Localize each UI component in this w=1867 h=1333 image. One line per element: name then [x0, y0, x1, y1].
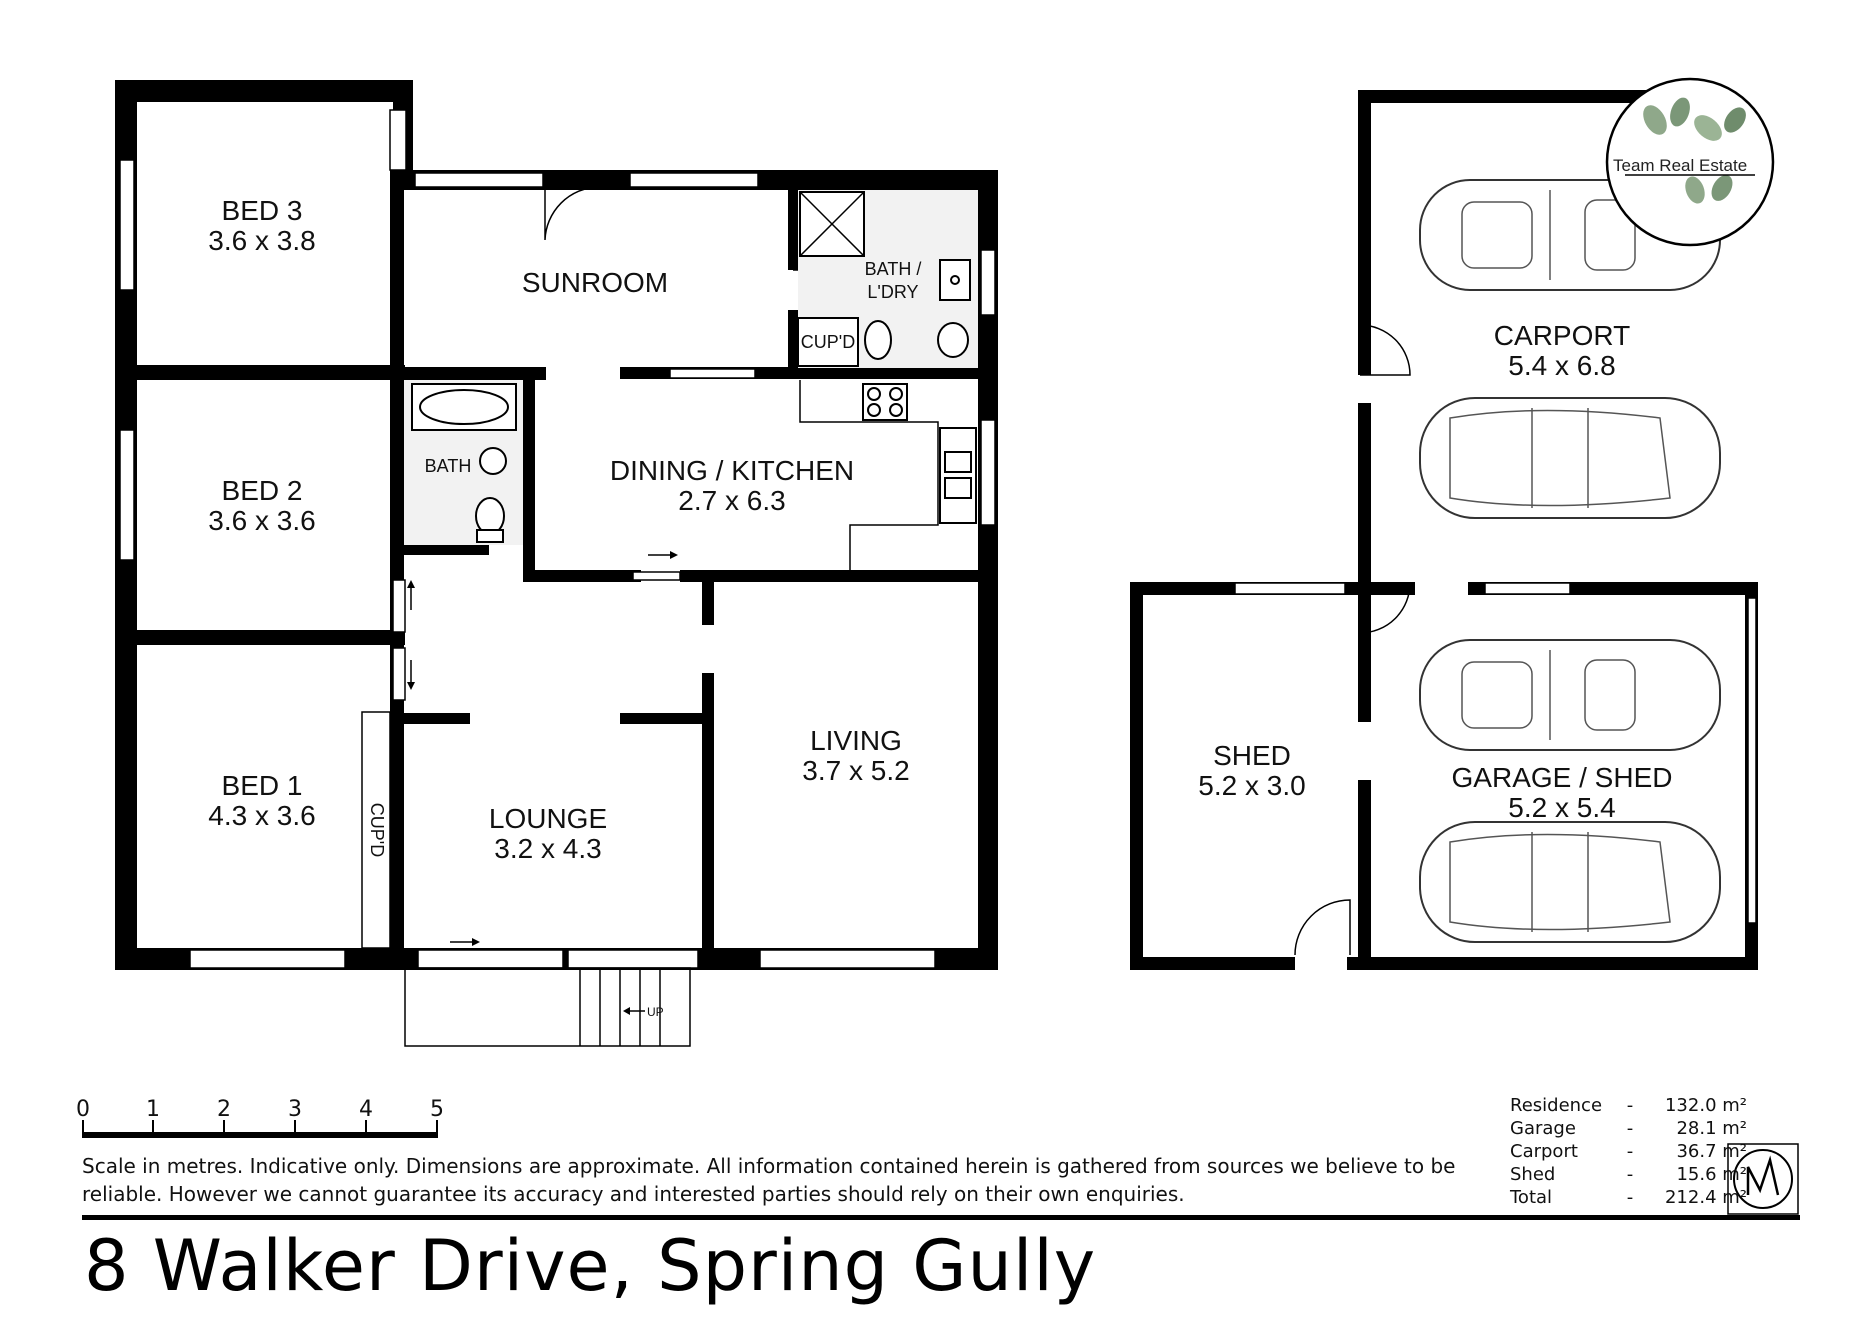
area-value: 36.7 m²	[1676, 1141, 1747, 1162]
area-separator: -	[1626, 1187, 1634, 1208]
room-label-bed3: BED 3	[222, 195, 303, 226]
room-dims-bed2: 3.6 x 3.6	[208, 505, 315, 536]
area-row: Shed - 15.6 m²	[1510, 1163, 1747, 1186]
room-label-garage-shed: GARAGE / SHED	[1452, 762, 1673, 793]
car-icon	[1419, 821, 1721, 943]
area-summary-table: Residence - 132.0 m² Garage - 28.1 m² Ca…	[1510, 1094, 1747, 1209]
footer-rule	[82, 1215, 1800, 1220]
room-label-bed1: BED 1	[222, 770, 303, 801]
area-label: Garage	[1510, 1118, 1576, 1139]
room-label-cupd-hall: CUP'D	[367, 803, 387, 857]
disclaimer-text: Scale in metres. Indicative only. Dimens…	[82, 1154, 1456, 1206]
area-separator: -	[1626, 1141, 1634, 1162]
room-dims-garage-shed: 5.2 x 5.4	[1508, 792, 1615, 823]
area-separator: -	[1626, 1118, 1634, 1139]
room-label-bath-laundry-2: L'DRY	[867, 282, 918, 302]
room-label-bath: BATH	[425, 456, 472, 476]
room-dims-bed1: 4.3 x 3.6	[208, 800, 315, 831]
room-label-cupd-small: CUP'D	[801, 332, 855, 352]
room-dims-lounge: 3.2 x 4.3	[494, 833, 601, 864]
room-dims-bed3: 3.6 x 3.8	[208, 225, 315, 256]
room-label-sunroom: SUNROOM	[522, 267, 668, 298]
property-address: 8 Walker Drive, Spring Gully	[84, 1225, 1097, 1307]
windows	[119, 109, 996, 969]
scale-tick-5: 5	[430, 1097, 444, 1122]
room-dims-shed: 5.2 x 3.0	[1198, 770, 1305, 801]
area-label: Total	[1510, 1187, 1553, 1208]
area-value: 28.1 m²	[1676, 1118, 1747, 1139]
brand-logo	[1605, 77, 1775, 247]
area-row: Carport - 36.7 m²	[1510, 1140, 1747, 1163]
room-dims-living: 3.7 x 5.2	[802, 755, 909, 786]
area-label: Shed	[1510, 1164, 1556, 1185]
room-label-bath-laundry: BATH /	[865, 259, 922, 279]
area-row: Residence - 132.0 m²	[1510, 1094, 1747, 1117]
outbuilding-walls	[1130, 90, 1758, 970]
scale-tick-1: 1	[146, 1097, 160, 1122]
room-label-bed2: BED 2	[222, 475, 303, 506]
car-icon	[1419, 397, 1721, 519]
steps-up-label: UP	[647, 1005, 664, 1019]
room-labels: BED 3 3.6 x 3.8 BED 2 3.6 x 3.6 BED 1 4.…	[208, 195, 1672, 1019]
area-label: Carport	[1510, 1141, 1578, 1162]
area-value: 15.6 m²	[1676, 1164, 1747, 1185]
area-label: Residence	[1510, 1095, 1603, 1116]
car-icon	[1419, 639, 1721, 751]
area-separator: -	[1626, 1164, 1634, 1185]
scale-bar: 0 1 2 3 4 5	[76, 1097, 444, 1138]
scale-tick-3: 3	[288, 1097, 302, 1122]
north-arrow-icon	[1727, 1143, 1799, 1215]
room-label-carport: CARPORT	[1494, 320, 1630, 351]
room-dims-dining-kitchen: 2.7 x 6.3	[678, 485, 785, 516]
car-icons	[1419, 179, 1721, 943]
scale-tick-0: 0	[76, 1097, 90, 1122]
area-value: 132.0 m²	[1664, 1095, 1747, 1116]
bath-laundry-fixtures	[361, 190, 978, 949]
area-separator: -	[1626, 1095, 1634, 1116]
brand-name: Team Real Estate	[1613, 156, 1748, 175]
room-label-living: LIVING	[810, 725, 902, 756]
room-label-lounge: LOUNGE	[489, 803, 607, 834]
area-value: 212.4 m²	[1664, 1187, 1747, 1208]
room-label-dining-kitchen: DINING / KITCHEN	[610, 455, 854, 486]
area-row: Garage - 28.1 m²	[1510, 1117, 1747, 1140]
scale-tick-2: 2	[217, 1097, 231, 1122]
room-label-shed: SHED	[1213, 740, 1291, 771]
scale-tick-4: 4	[359, 1097, 373, 1122]
area-row: Total - 212.4 m²	[1510, 1186, 1747, 1209]
room-dims-carport: 5.4 x 6.8	[1508, 350, 1615, 381]
front-steps	[404, 967, 691, 1047]
